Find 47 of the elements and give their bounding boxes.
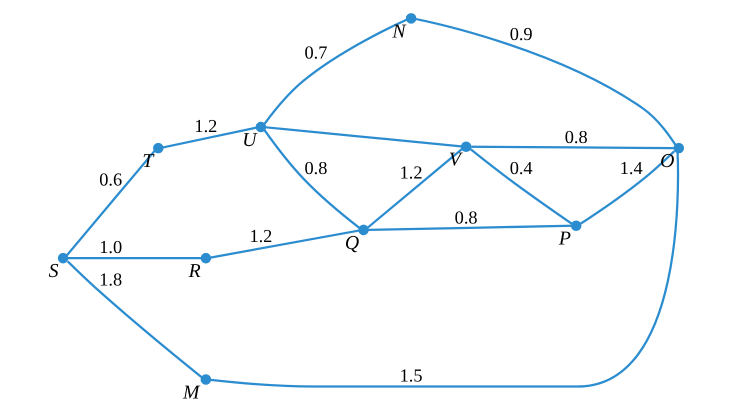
connector: [263, 129, 360, 229]
connector: [66, 260, 203, 378]
node-label: S: [48, 260, 59, 282]
edge-label: 1.8: [99, 270, 122, 290]
connector: [367, 148, 463, 228]
connector: [210, 152, 680, 388]
node-circle: [58, 252, 68, 264]
node-circle: [153, 142, 164, 154]
edge-label: 0.8: [564, 127, 588, 148]
node-label: Q: [344, 232, 360, 254]
connector: [66, 150, 156, 256]
connector: [68, 257, 202, 260]
connector: [368, 224, 572, 232]
connector: [162, 126, 256, 149]
node-circle: [570, 220, 582, 231]
edge-label: 0.4: [510, 158, 533, 178]
connector: [471, 146, 674, 150]
edge-label: 0.6: [99, 169, 122, 190]
node-circle: [200, 252, 212, 264]
node-label: U: [242, 128, 256, 151]
connector: [580, 150, 676, 225]
node-label: N: [392, 20, 406, 42]
edge-label: 0.7: [304, 42, 328, 62]
node-circle: [358, 224, 369, 236]
connector: [416, 18, 676, 146]
node-circle: [406, 13, 416, 24]
connector: [266, 126, 462, 148]
edge-label: 0.8: [454, 207, 478, 228]
node-circle: [460, 141, 472, 152]
edge-label: 1.0: [99, 237, 122, 258]
node-circle: [674, 142, 684, 154]
node-circle: [256, 122, 266, 132]
node-label: M: [182, 381, 200, 404]
edge-label: 1.2: [194, 116, 218, 136]
node-label: P: [558, 228, 571, 250]
connector: [264, 18, 408, 124]
edge-label: 1.5: [400, 365, 423, 386]
edge-label: 1.2: [249, 226, 272, 246]
edge-label: 1.4: [620, 158, 643, 178]
node-circle: [200, 374, 212, 385]
node-label: V: [448, 148, 461, 171]
edge-label: 0.9: [510, 24, 533, 44]
connector: [210, 229, 360, 259]
connector: [470, 148, 572, 225]
node-label: R: [188, 260, 201, 282]
edge-label: 1.2: [400, 162, 423, 182]
edge-label: 0.8: [304, 158, 328, 178]
